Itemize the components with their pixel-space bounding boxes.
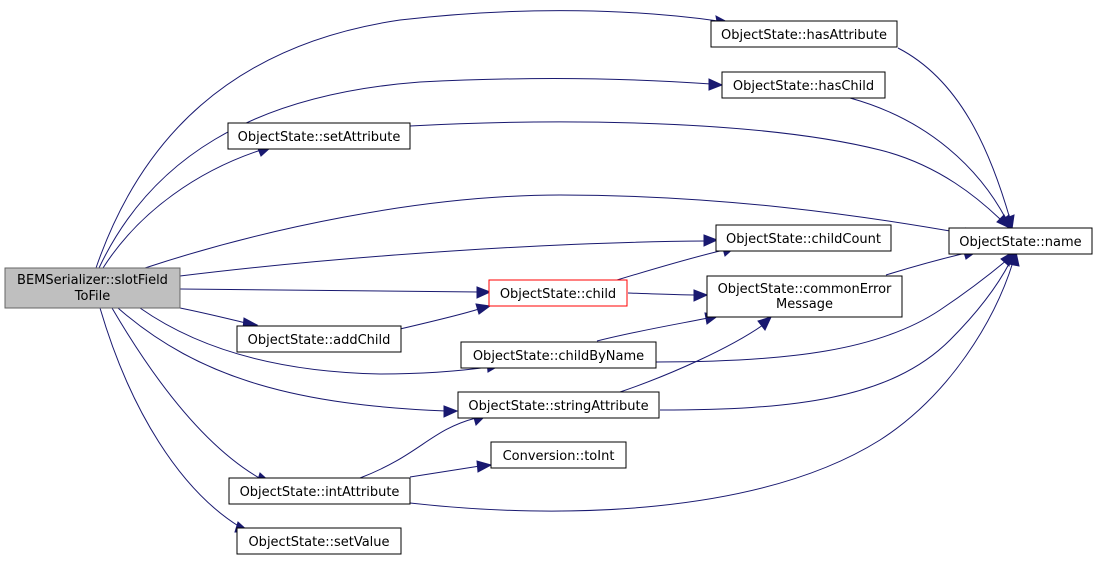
arrowhead [443, 405, 459, 418]
node-box [710, 20, 898, 48]
edge-root-stringAttribute [117, 307, 447, 412]
node-box [228, 477, 411, 505]
node-setValue[interactable]: ObjectState::setValue [236, 527, 402, 555]
node-addChild[interactable]: ObjectState::addChild [236, 325, 402, 353]
node-box [227, 122, 411, 150]
edge-root-hasAttribute [95, 10, 719, 269]
node-box [715, 224, 892, 252]
arrowhead [1008, 250, 1020, 267]
node-box [236, 527, 402, 555]
node-box [490, 441, 627, 469]
node-label: ObjectState::stringAttribute [468, 399, 648, 414]
node-label: ObjectState::childCount [726, 232, 881, 247]
edge-commonError-name [885, 252, 967, 276]
arrowhead [708, 78, 724, 91]
edge-root-child [179, 288, 480, 293]
node-child[interactable]: ObjectState::child [488, 279, 628, 307]
node-setAttribute[interactable]: ObjectState::setAttribute [227, 122, 411, 150]
edge-child-childCount [616, 249, 725, 281]
edge-intAttribute-stringAttribute [359, 417, 477, 479]
node-stringAttribute[interactable]: ObjectState::stringAttribute [457, 391, 660, 419]
edge-hasAttribute-name [897, 47, 1011, 220]
edge-root-addChild [179, 307, 247, 324]
node-root[interactable]: BEMSerializer::slotField ToFile [4, 267, 181, 309]
edge-root-setAttribute [102, 149, 262, 269]
node-toInt[interactable]: Conversion::toInt [490, 441, 627, 469]
node-label: Conversion::toInt [503, 449, 615, 464]
edge-child-commonError [627, 292, 697, 296]
node-label-line2: Message [776, 297, 833, 312]
node-box [457, 391, 660, 419]
node-label: ObjectState::setAttribute [238, 130, 401, 145]
node-label-line1: ObjectState::commonError [718, 282, 892, 297]
node-childCount[interactable]: ObjectState::childCount [715, 224, 892, 252]
node-label: ObjectState::setValue [248, 535, 389, 550]
edge-root-name [144, 194, 968, 269]
arrowhead [476, 460, 493, 473]
node-box [721, 71, 886, 99]
node-childByName[interactable]: ObjectState::childByName [460, 341, 657, 369]
node-label: ObjectState::hasChild [733, 79, 874, 94]
node-label: ObjectState::name [959, 235, 1081, 250]
edge-intAttribute-toInt [409, 465, 481, 478]
edge-hasChild-name [849, 97, 1007, 220]
edge-stringAttribute-commonError [619, 324, 764, 393]
edge-intAttribute-name [409, 261, 1014, 512]
node-commonError[interactable]: ObjectState::commonError Message [706, 275, 903, 318]
arrows-layer [234, 15, 1020, 533]
arrowhead [693, 289, 709, 302]
node-label: ObjectState::intAttribute [240, 485, 400, 500]
edge-addChild-child [399, 308, 480, 330]
edge-root-setValue [99, 307, 241, 528]
node-hasChild[interactable]: ObjectState::hasChild [721, 71, 886, 99]
node-box [488, 279, 628, 307]
node-box [460, 341, 657, 369]
node-box [948, 227, 1093, 255]
node-hasAttribute[interactable]: ObjectState::hasAttribute [710, 20, 898, 48]
node-box [236, 325, 402, 353]
edge-childByName-name [655, 259, 1008, 363]
node-label-line1: BEMSerializer::slotField [17, 273, 168, 288]
edges-layer [95, 10, 1014, 528]
edge-childByName-commonError [596, 315, 719, 342]
node-box [4, 267, 181, 309]
arrowhead [703, 234, 719, 247]
node-name[interactable]: ObjectState::name [948, 227, 1093, 255]
node-label-line2: ToFile [74, 289, 110, 304]
edge-root-childCount [179, 240, 707, 277]
arrowhead [476, 286, 492, 299]
arrowhead [757, 316, 772, 331]
arrowhead [996, 214, 1014, 231]
node-box [706, 275, 903, 318]
edge-root-intAttribute [111, 307, 262, 480]
edge-stringAttribute-name [659, 261, 1011, 411]
arrowhead [475, 303, 492, 315]
node-label: ObjectState::hasAttribute [721, 28, 887, 43]
edge-root-hasChild [98, 78, 712, 269]
edge-root-childByName [139, 307, 490, 375]
node-label: ObjectState::childByName [473, 349, 644, 364]
node-intAttribute[interactable]: ObjectState::intAttribute [228, 477, 411, 505]
node-label: ObjectState::addChild [248, 333, 391, 348]
edge-setAttribute-name [409, 121, 1001, 220]
node-label: ObjectState::child [500, 287, 616, 302]
